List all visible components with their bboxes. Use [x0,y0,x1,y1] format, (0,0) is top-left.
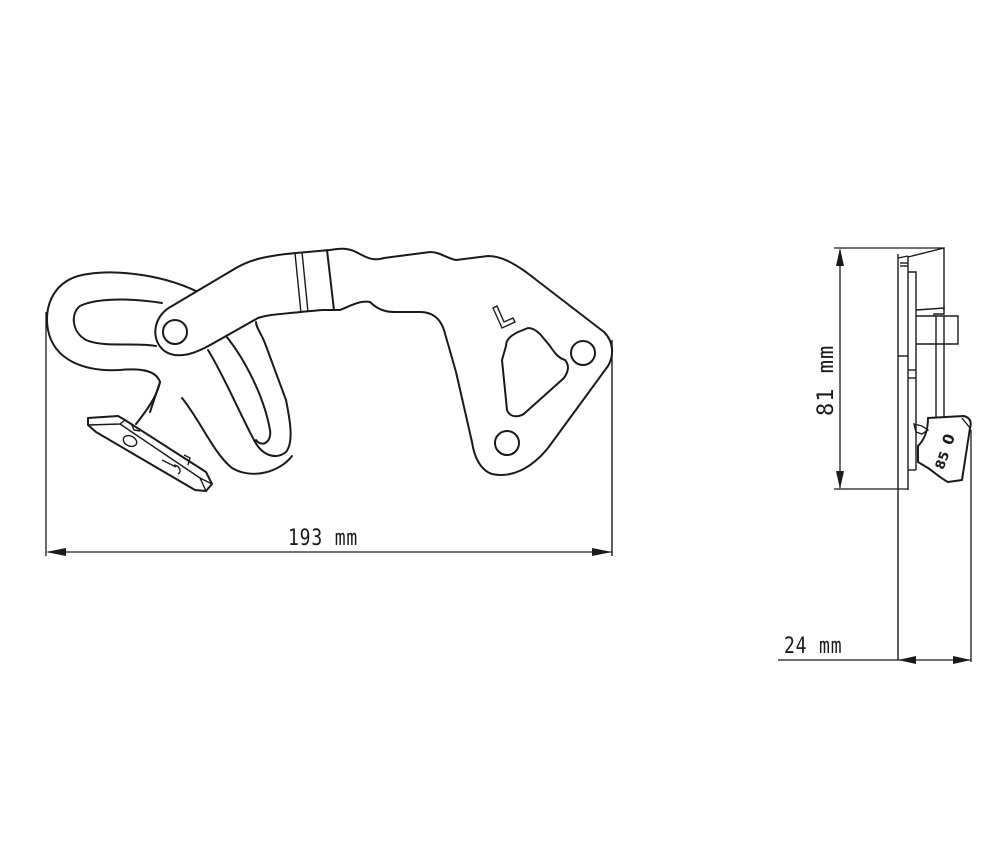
dimension-label-24mm: 24 mm [784,634,843,659]
link-bar [154,300,371,357]
side-view [897,247,972,660]
dimension-label-193mm: 193 mm [288,526,359,551]
front-view [46,247,614,556]
side-tab-block [917,415,972,483]
mounting-hole-bottom [494,430,520,456]
mounting-hole-top-right [570,340,596,366]
hook-loop-inner [72,298,163,347]
mounting-tab [87,415,213,492]
dimension-height-81 [834,247,944,490]
curved-arm-inner [225,335,272,445]
triangular-cutout [501,327,569,418]
engraved-L-mark [492,305,516,329]
pivot-hole-left [162,319,188,345]
curved-arm-outer [207,321,292,457]
curved-arm-lower-edge [181,397,293,475]
hook-loop-outer [46,271,197,413]
dimension-width-193 [45,312,612,556]
collar-bands [294,249,335,314]
link-bar-top [171,247,357,307]
main-plate-outline [355,251,614,476]
dimension-depth-24 [778,430,972,664]
dimension-label-81mm: 81 mm [814,344,839,416]
hook-stem [135,381,161,425]
